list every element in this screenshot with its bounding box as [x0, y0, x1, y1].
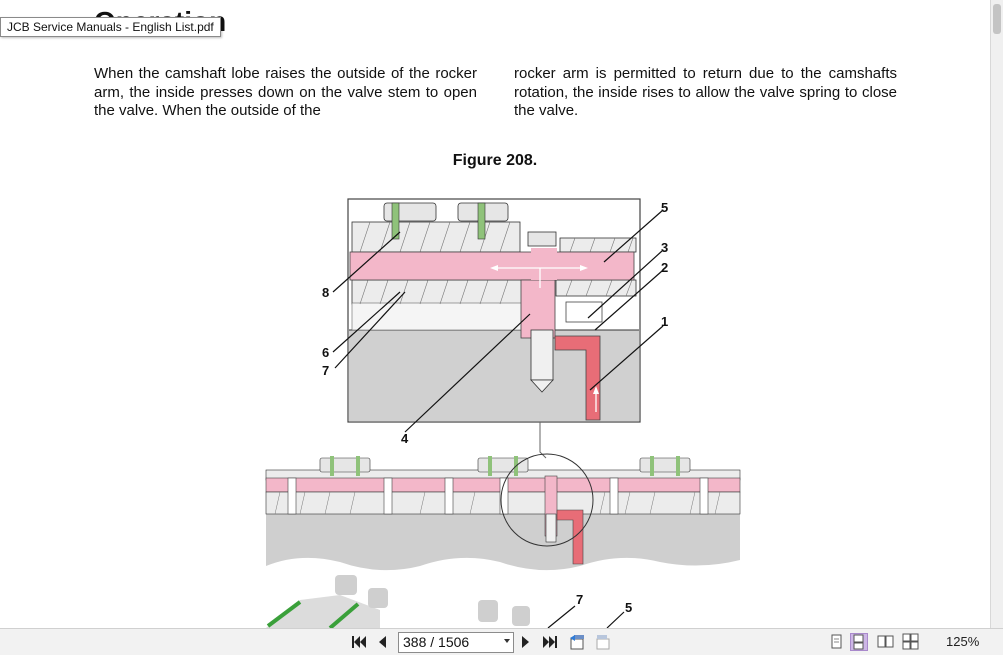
callout-5: 5: [661, 200, 668, 215]
single-page-icon: [831, 634, 842, 649]
callout-1: 1: [661, 314, 668, 329]
go-forward-icon: [596, 635, 610, 650]
callout-2: 2: [661, 260, 668, 275]
previous-page-icon: [379, 636, 386, 648]
callout-lower-7: 7: [576, 592, 583, 607]
last-page-button[interactable]: [541, 633, 559, 651]
page-number-value: 388 / 1506: [403, 634, 470, 650]
vertical-scrollbar[interactable]: [990, 0, 1003, 628]
figure-208: 5 3 2 1 8 6 7 4: [265, 198, 741, 628]
next-page-button[interactable]: [518, 633, 534, 651]
filename-tooltip: JCB Service Manuals - English List.pdf: [0, 17, 221, 37]
continuous-page-icon: [853, 634, 864, 650]
facing-pages-icon: [877, 635, 894, 648]
detail-inset: [347, 198, 641, 423]
continuous-view-button[interactable]: [850, 633, 868, 651]
continuous-facing-icon: [902, 633, 919, 650]
go-back-button[interactable]: [568, 633, 588, 651]
callout-leaders: [332, 209, 664, 433]
single-page-view-button[interactable]: [827, 633, 845, 651]
head-section: [265, 453, 741, 571]
pdf-toolbar: 388 / 1506 125%: [0, 628, 1003, 655]
first-page-button[interactable]: [350, 633, 368, 651]
scrollbar-thumb[interactable]: [993, 4, 1001, 34]
callout-6: 6: [322, 345, 329, 360]
zoom-level[interactable]: 125%: [946, 634, 980, 649]
text-column-left: When the camshaft lobe raises the outsid…: [94, 65, 477, 120]
page-number-field[interactable]: 388 / 1506: [398, 632, 514, 653]
callout-7: 7: [322, 363, 329, 378]
next-page-icon: [522, 636, 529, 648]
lower-figure: [266, 575, 625, 628]
callout-lower-5: 5: [625, 600, 632, 615]
previous-page-button[interactable]: [374, 633, 390, 651]
callout-8: 8: [322, 285, 329, 300]
figure-caption: Figure 208.: [452, 152, 538, 169]
first-page-icon: [352, 636, 366, 648]
pdf-page: Operation When the camshaft lobe raises …: [0, 6, 897, 628]
callout-3: 3: [661, 240, 668, 255]
page-dropdown-icon[interactable]: [504, 639, 510, 643]
callout-4: 4: [401, 431, 409, 446]
last-page-icon: [543, 636, 557, 648]
facing-view-button[interactable]: [877, 633, 895, 651]
continuous-facing-view-button[interactable]: [902, 633, 920, 651]
text-column-right: rocker arm is permitted to return due to…: [514, 65, 897, 120]
go-back-icon: [570, 635, 584, 650]
go-forward-button[interactable]: [593, 633, 613, 651]
